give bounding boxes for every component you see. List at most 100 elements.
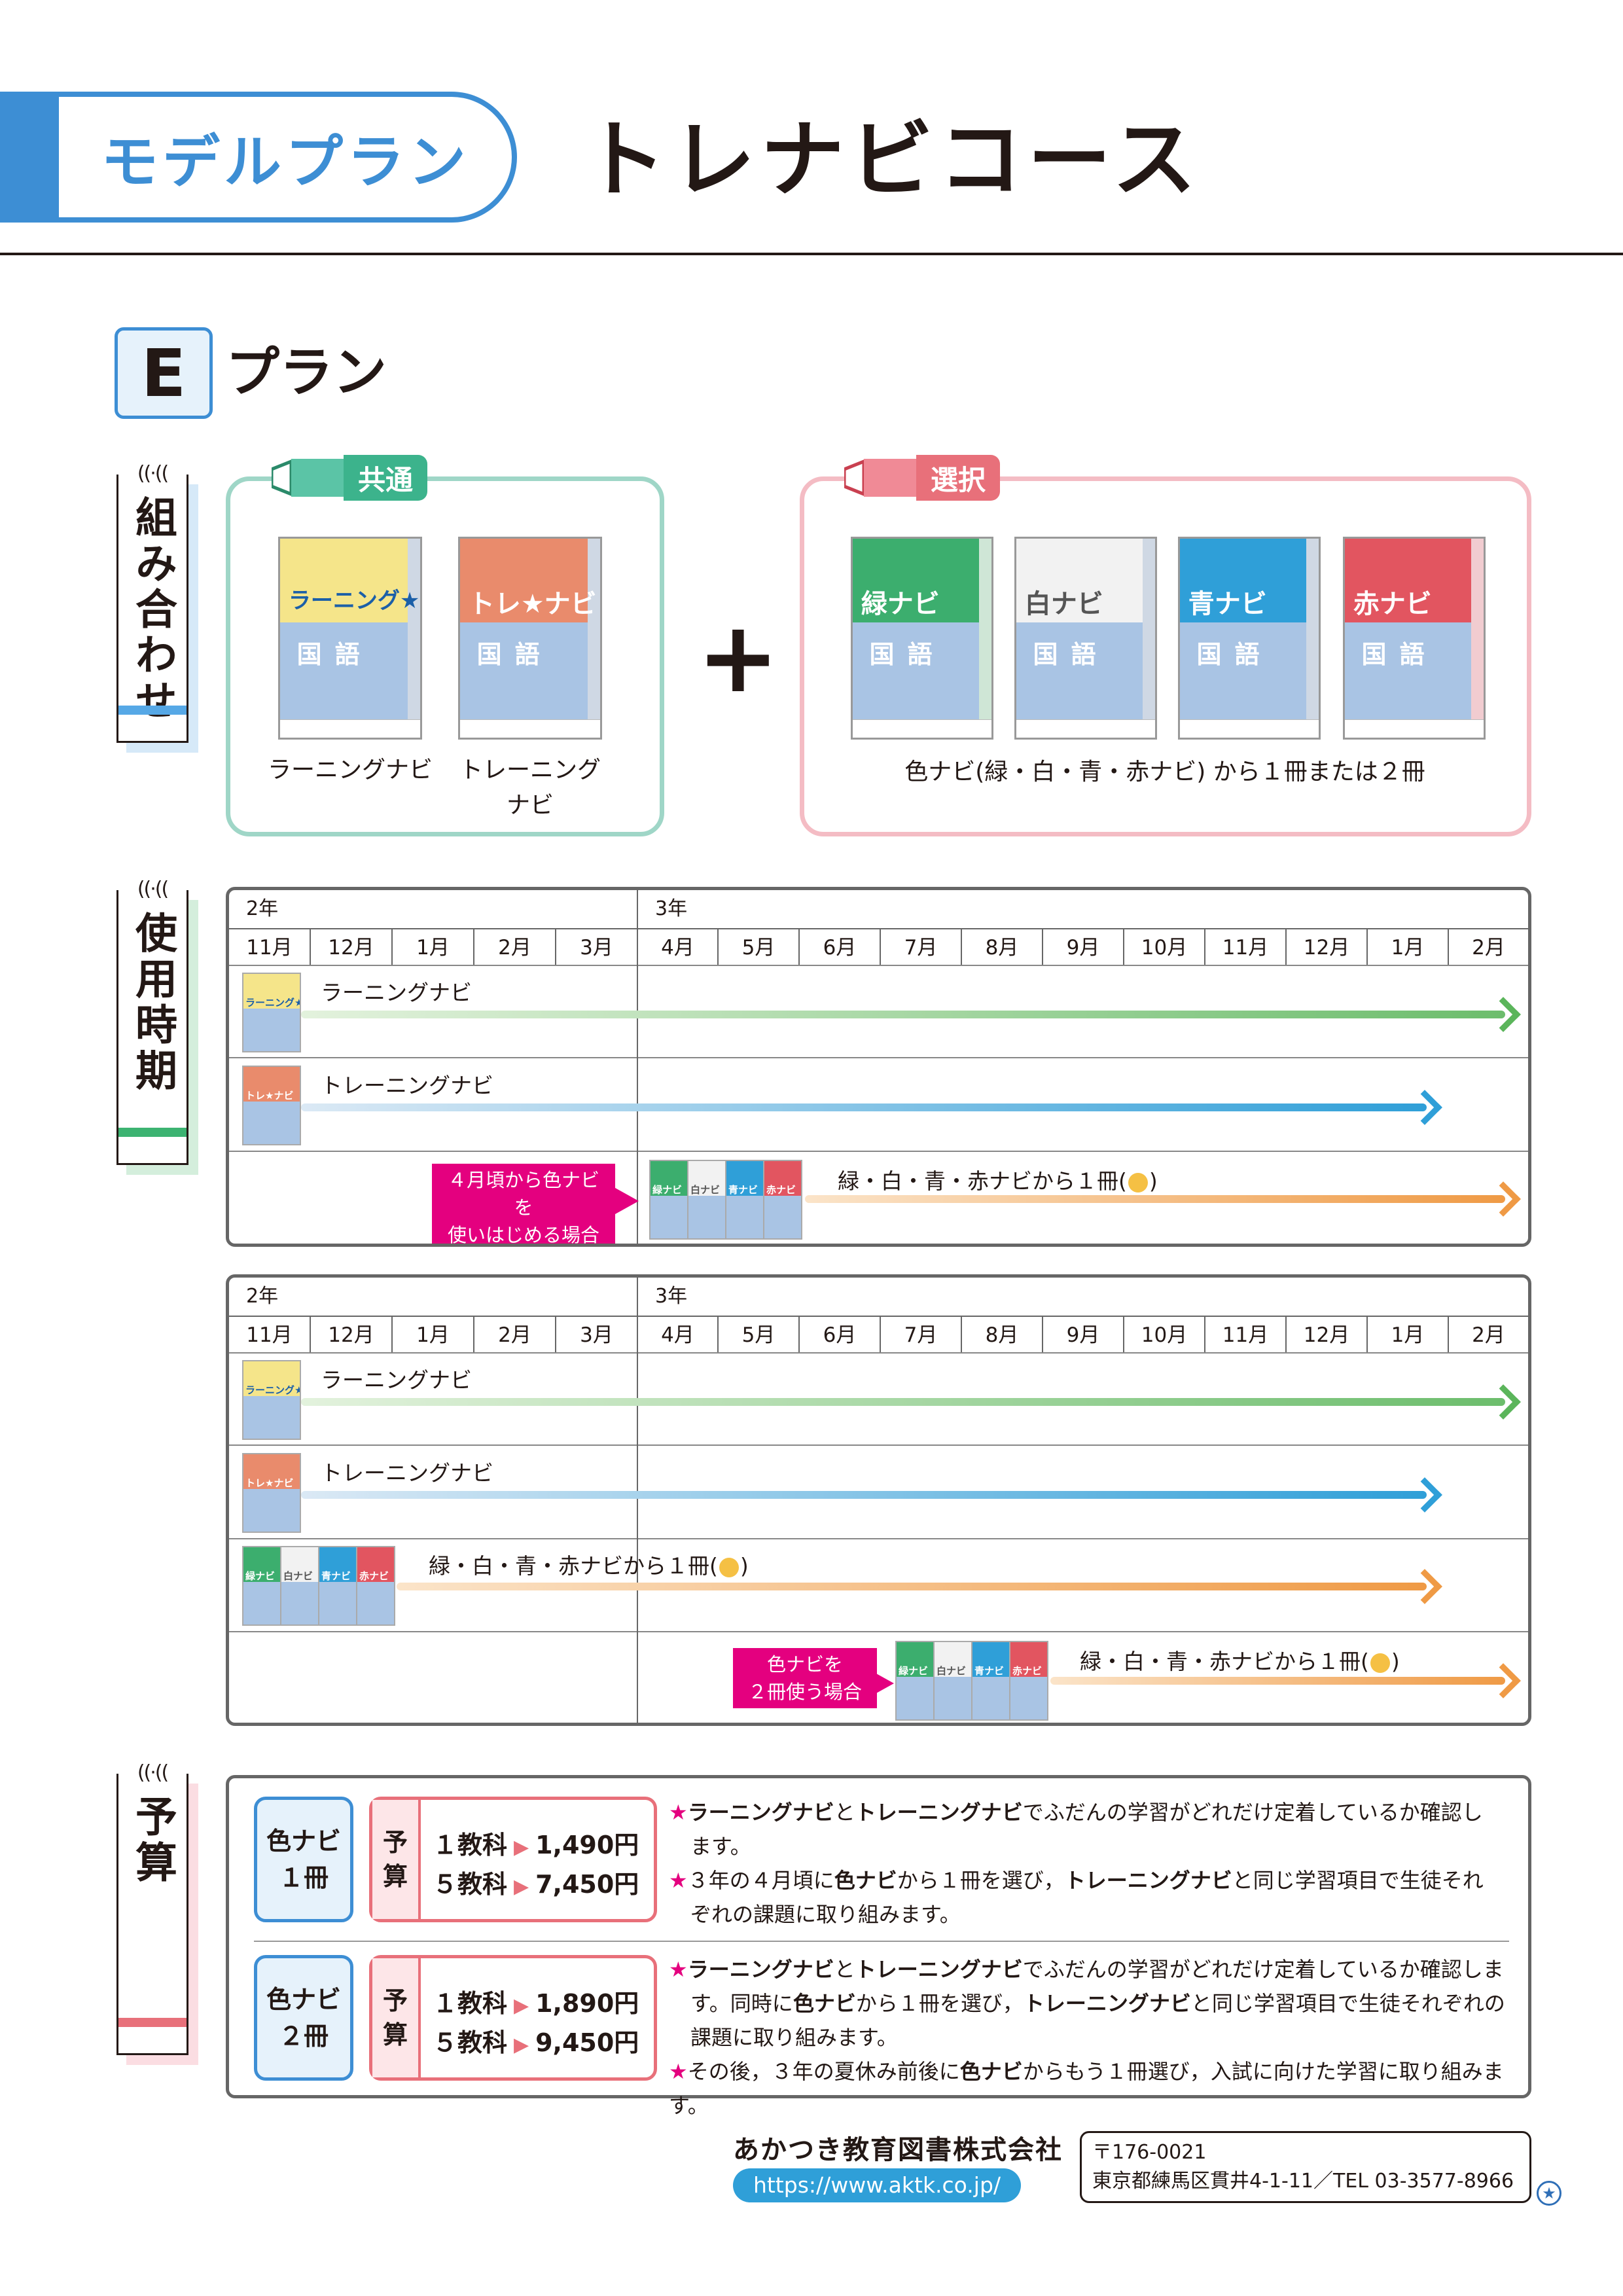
month-cell: 11月 — [1205, 1316, 1287, 1352]
arrowhead-learning — [1486, 1384, 1521, 1420]
arrow-color-one — [805, 1195, 1505, 1203]
ticks-mark: ((·(( — [134, 464, 171, 484]
book-cover-red: 赤ナビ国語 — [1343, 537, 1486, 740]
row-label-learning: ラーニングナビ — [321, 1367, 472, 1393]
mini-book-blue: 青ナビ — [318, 1546, 357, 1626]
section-color-bar — [118, 2018, 187, 2027]
month-cell: 2月 — [474, 928, 556, 965]
header-accent-band — [0, 92, 59, 223]
arrowhead-color-one — [1486, 1181, 1521, 1217]
mini-book-white: 白ナビ — [687, 1160, 726, 1240]
star-badge-icon: ★ — [1537, 2181, 1561, 2206]
mini-book-green: 緑ナビ — [895, 1641, 935, 1721]
company-url-link[interactable]: https://www.aktk.co.jp/ — [733, 2168, 1021, 2202]
marker-pen-icon — [844, 459, 916, 497]
model-plan-label: モデルプラン — [59, 92, 517, 223]
triangle-right-icon: ▶ — [514, 1836, 529, 1859]
book-cover-training: トレ★ナビ 国語 — [458, 537, 602, 740]
month-cell: 11月 — [1205, 928, 1287, 965]
yosan-label: 予算 — [372, 1800, 421, 1919]
select-tag-label: 選択 — [916, 455, 1001, 501]
note-two-a-cont: す。同時に色ナビから１冊を選び，トレーニングナビと同じ学習項目で生徒それぞれの — [690, 1991, 1505, 2016]
month-cell: 1月 — [1368, 928, 1449, 965]
company-name: あかつき教育図書株式会社 — [733, 2135, 1063, 2165]
note-two-b: ★その後，３年の夏休み前後に色ナビからもう１冊選び，入試に向けた学習に取り組みま… — [669, 2059, 1504, 2118]
address-line: 東京都練馬区貫井4-1-11／TEL 03-3577-8966 — [1092, 2170, 1514, 2193]
triangle-right-icon: ▶ — [514, 2034, 529, 2056]
callout-pointer — [870, 1670, 894, 1696]
section-label-period: ((·(( 使用時期 — [116, 880, 188, 1165]
section-title-period: 使用時期 — [128, 911, 177, 1094]
section-title-budget: 予算 — [128, 1795, 177, 1886]
yosan-label: 予算 — [372, 1958, 421, 2077]
month-cell: 5月 — [719, 928, 800, 965]
section-color-bar — [118, 706, 187, 715]
mini-book-learning: ラーニング★ナビ — [242, 973, 301, 1052]
orange-dot-icon — [1128, 1172, 1148, 1193]
arrow-learning — [301, 1398, 1505, 1406]
month-cell: 2月 — [1449, 1316, 1528, 1352]
caption-learning: ラーニングナビ — [267, 757, 433, 783]
plus-sign: + — [697, 601, 779, 715]
month-cell: 9月 — [1043, 1316, 1124, 1352]
price-five-subjects: ５教科▶7,450円 — [433, 1870, 639, 1899]
grade-2-header: 2年 — [246, 897, 279, 920]
price-box-one: 予算 １教科▶1,490円 ５教科▶7,450円 — [369, 1797, 657, 1922]
month-cell: 12月 — [1287, 928, 1368, 965]
month-cell: 11月 — [229, 1316, 311, 1352]
book-cover-green: 緑ナビ国語 — [851, 537, 993, 740]
budget-divider — [254, 1941, 1509, 1942]
month-cell: 2月 — [474, 1316, 556, 1352]
mini-book-green: 緑ナビ — [649, 1160, 688, 1240]
price-five-subjects: ５教科▶9,450円 — [433, 2028, 639, 2057]
grade-3-header: 3年 — [655, 1285, 688, 1308]
month-cell: 2月 — [1449, 928, 1528, 965]
mini-book-red: 赤ナビ — [356, 1546, 395, 1626]
orange-dot-icon — [719, 1557, 739, 1577]
row-label-training: トレーニングナビ — [321, 1460, 493, 1486]
mini-book-red: 赤ナビ — [763, 1160, 802, 1240]
month-cell: 8月 — [962, 928, 1043, 965]
page-title: トレナビコース — [582, 111, 1202, 209]
month-cell: 10月 — [1124, 1316, 1205, 1352]
mini-book-training: トレ★ナビ — [242, 1066, 301, 1145]
mini-book-white: 白ナビ — [280, 1546, 319, 1626]
row-label-color-two: 緑・白・青・赤ナビから１冊() — [1080, 1649, 1400, 1674]
arrow-color-two — [1050, 1677, 1505, 1685]
callout-pointer — [615, 1188, 639, 1214]
month-cell: 12月 — [1287, 1316, 1368, 1352]
note-two-a: ★ラーニングナビとトレーニングナビでふだんの学習がどれだけ定着しているか確認しま — [669, 1957, 1504, 1982]
month-cell: 9月 — [1043, 928, 1124, 965]
ticks-mark: ((·(( — [134, 1763, 171, 1783]
section-label-combination: ((·(( 組み合わせ — [116, 464, 188, 743]
marker-pen-icon — [272, 459, 344, 497]
note-two-a-cont2: 課題に取り組みます。 — [690, 2025, 898, 2050]
arrowhead-color-two — [1486, 1663, 1521, 1698]
month-cell: 12月 — [311, 928, 393, 965]
section-color-bar — [118, 1128, 187, 1137]
book-cover-white: 白ナビ国語 — [1014, 537, 1157, 740]
row-label-training: トレーニングナビ — [321, 1073, 493, 1098]
arrowhead-learning — [1486, 997, 1521, 1032]
mini-book-white: 白ナビ — [933, 1641, 972, 1721]
section-label-budget: ((·(( 予算 — [116, 1763, 188, 2055]
arrowhead-color-one — [1407, 1569, 1442, 1604]
month-cell: 1月 — [393, 928, 474, 965]
note-one-b: ★３年の４月頃に色ナビから１冊を選び，トレーニングナビと同じ学習項目で生徒それ — [669, 1868, 1484, 1893]
note-one-a: ★ラーニングナビとトレーニングナビでふだんの学習がどれだけ定着しているか確認し — [669, 1800, 1483, 1825]
month-cell: 4月 — [638, 1316, 719, 1352]
select-tag: 選択 — [844, 455, 1001, 501]
section-title-combination: 組み合わせ — [128, 495, 177, 725]
month-cell: 5月 — [719, 1316, 800, 1352]
month-cell: 10月 — [1124, 928, 1205, 965]
book-cover-blue: 青ナビ国語 — [1178, 537, 1321, 740]
mini-book-learning: ラーニング★ナビ — [242, 1360, 301, 1440]
header-divider — [0, 253, 1623, 255]
arrowhead-training — [1407, 1477, 1442, 1513]
postal-code: 〒176-0021 — [1092, 2141, 1207, 2164]
mini-book-blue: 青ナビ — [971, 1641, 1010, 1721]
book-cover-learning: ラーニング★ナビ 国語 — [278, 537, 422, 740]
month-cell: 6月 — [800, 1316, 881, 1352]
common-tag: 共通 — [272, 455, 428, 501]
orange-dot-icon — [1370, 1653, 1390, 1673]
